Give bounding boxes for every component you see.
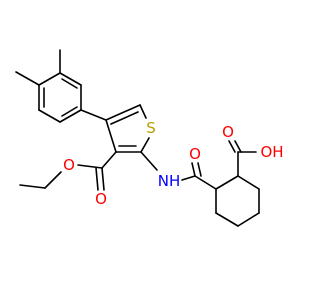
bond — [228, 140, 236, 153]
acid-hydroxyl-label: OH — [260, 143, 283, 161]
double-bond-inner — [110, 111, 139, 125]
ester-carbonyl-oxygen-label: O — [95, 190, 107, 208]
methyl-bond — [15, 71, 40, 86]
thiophene-ring — [105, 104, 150, 153]
acid-oxygen-label: O — [222, 123, 234, 141]
dimethylphenyl-ring — [15, 49, 82, 123]
bond — [101, 151, 117, 169]
double-bond-inner — [61, 106, 78, 117]
bond — [215, 212, 239, 227]
bond — [140, 137, 150, 153]
carboxylic-acid-group — [228, 140, 257, 177]
bond — [197, 162, 202, 177]
bond — [105, 104, 141, 121]
amide-nh-label: NH — [158, 172, 181, 190]
bond — [77, 164, 103, 169]
ester-ether-oxygen-label: O — [63, 156, 75, 174]
bond — [38, 72, 61, 86]
bond — [181, 175, 196, 181]
bond — [237, 212, 260, 227]
chemical-structure-diagram: S NH O O OH O O — [15, 49, 284, 227]
aryl-thiophene-bond — [80, 109, 107, 121]
bond — [140, 151, 158, 171]
bond — [215, 175, 239, 190]
bond — [237, 175, 260, 190]
bond — [38, 109, 61, 123]
sulfur-atom-label: S — [146, 119, 156, 137]
cyclohexane-ring — [194, 175, 260, 227]
ethyl-ester-group — [19, 151, 117, 191]
bond — [95, 167, 99, 191]
bond — [139, 104, 147, 119]
bond — [191, 162, 196, 177]
bond — [19, 184, 46, 189]
bond — [194, 175, 217, 190]
bond — [59, 72, 82, 86]
bond — [234, 140, 242, 153]
bond — [44, 171, 62, 189]
amide-linkage — [140, 151, 202, 181]
bond — [59, 109, 82, 123]
bond — [105, 119, 117, 153]
double-bond-inner — [61, 78, 78, 89]
amide-oxygen-label: O — [189, 145, 201, 163]
bond — [101, 167, 105, 191]
